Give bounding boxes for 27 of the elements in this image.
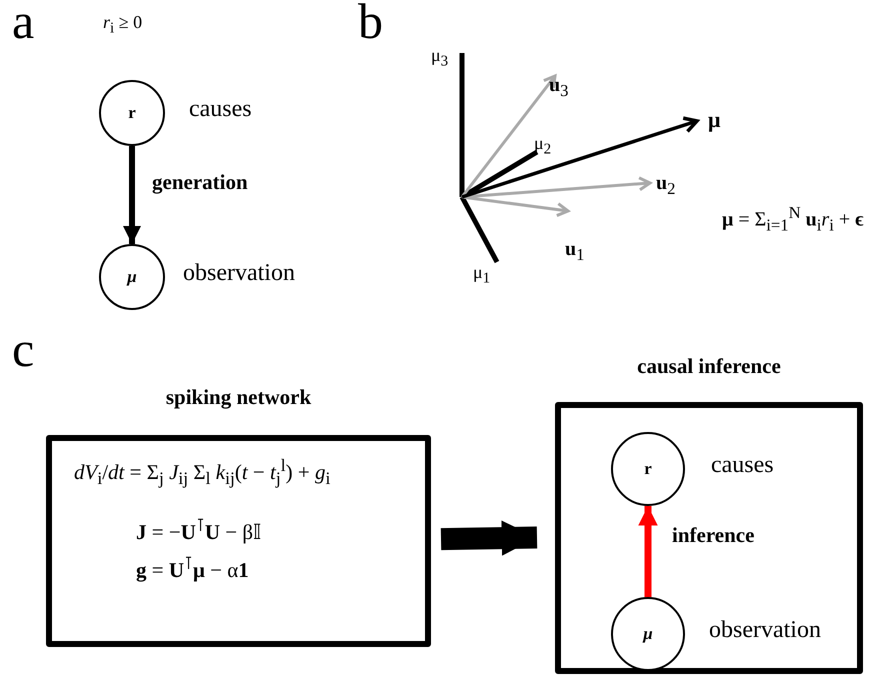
vector-label: μ <box>708 107 720 133</box>
node-circle: r <box>611 432 685 506</box>
vector-label: μ$_{1}$ <box>473 262 490 288</box>
equation: μ = Σ$_{i=1}$$^{N}$ u$_{i}$r$_{i}$ + ϵ <box>722 203 864 236</box>
panel-letter: a <box>12 0 34 50</box>
node-caption: causes <box>189 96 252 123</box>
vector-label: μ$_{3}$ <box>431 45 448 71</box>
node-caption: observation <box>709 617 821 644</box>
panel-letter: c <box>12 320 34 378</box>
vector-label: u$_{3}$ <box>549 74 568 101</box>
vector-label: u$_{2}$ <box>656 172 676 199</box>
equation: J = −U$^{⊺}$U − β𝕀 <box>136 515 262 545</box>
vector-label: u$_{1}$ <box>565 238 584 265</box>
node-circle: μ <box>99 244 165 310</box>
equation: dV$_{i}$/dt = Σ$_{j}$ J$_{ij}$ Σ$_{l}$ k$_{ij}$(t − t$_{j}$$^{l}$) + g$_{i}$ <box>74 455 330 490</box>
equation: g = U$^{⊺}$μ − α1 <box>136 553 249 583</box>
node-circle: r <box>99 80 165 146</box>
node-caption: observation <box>183 260 295 287</box>
panel-letter: b <box>358 0 383 50</box>
arrow <box>440 520 538 556</box>
arrow <box>123 146 141 244</box>
node-caption: causes <box>711 452 774 479</box>
constraint-label: r$_{i}$ ≥ 0 <box>103 12 142 38</box>
panel-heading: spiking network <box>164 385 312 410</box>
panel-heading: causal inference <box>636 354 782 379</box>
node-circle: μ <box>611 597 685 671</box>
arrow <box>638 506 658 597</box>
